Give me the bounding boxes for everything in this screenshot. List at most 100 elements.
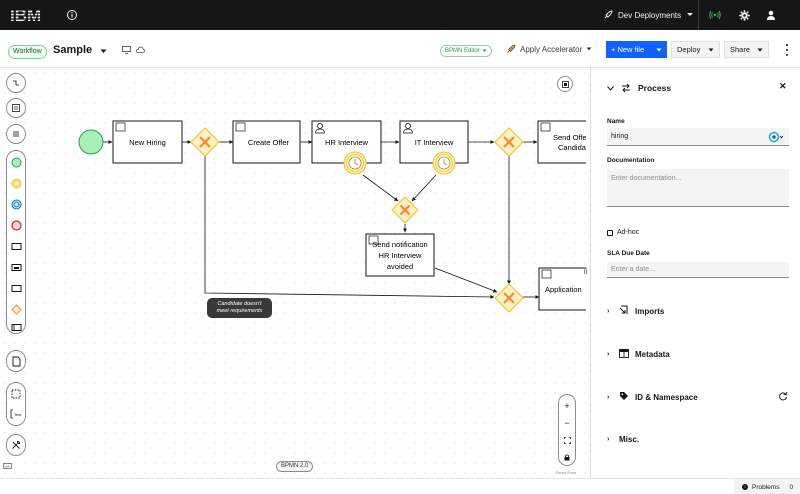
share-button[interactable]: Share bbox=[724, 41, 769, 58]
file-menu-chevron-icon[interactable] bbox=[100, 49, 107, 54]
exclusive-gateway[interactable] bbox=[190, 127, 220, 157]
file-name[interactable]: Sample bbox=[53, 44, 93, 56]
edge-notify-to-gateway bbox=[434, 267, 498, 293]
task-label: Application bbox=[545, 285, 582, 294]
status-bar: ! Problems 0 bbox=[0, 478, 800, 494]
name-input[interactable]: hiring bbox=[607, 128, 789, 146]
task-new-hiring[interactable]: New Hiring bbox=[112, 120, 183, 164]
new-file-label: + New file bbox=[611, 45, 645, 54]
end-event-icon[interactable] bbox=[10, 219, 22, 231]
fit-view-button[interactable] bbox=[561, 434, 573, 446]
callactivity-icon[interactable] bbox=[10, 261, 22, 273]
edge-it-timer-to-gateway bbox=[411, 174, 437, 202]
section-id-namespace[interactable]: › ID & Namespace bbox=[607, 390, 788, 404]
ai-assist-icon[interactable] bbox=[768, 131, 784, 143]
section-misc[interactable]: › Misc. bbox=[607, 432, 787, 446]
script-icon bbox=[368, 235, 379, 245]
task-label: Create Offer bbox=[248, 138, 290, 147]
overflow-menu-icon[interactable] bbox=[782, 43, 792, 57]
chevron-right-icon: › bbox=[607, 393, 610, 401]
section-label: Misc. bbox=[619, 434, 640, 444]
condition-label[interactable]: Candidate doesn't meet requirements bbox=[207, 298, 272, 318]
react-flow-attribution[interactable]: React Flow bbox=[556, 470, 577, 475]
script-icon bbox=[541, 269, 552, 279]
task-label: HR Interview bbox=[325, 138, 369, 147]
diagram-canvas[interactable]: New Hiring Create Offer HR Interview IT … bbox=[0, 68, 586, 484]
palette-group-tools bbox=[6, 434, 26, 456]
deployments-dropdown[interactable]: Dev Deployments bbox=[603, 6, 694, 24]
sla-due-date-input[interactable]: Enter a date... bbox=[607, 262, 789, 278]
palette-group-annotations: Text bbox=[6, 382, 26, 426]
zoom-out-button[interactable]: − bbox=[564, 418, 570, 428]
problems-count: 0 bbox=[789, 483, 794, 491]
intermediate-catch-event-icon[interactable] bbox=[10, 177, 22, 189]
rocket-icon bbox=[507, 44, 516, 53]
gateway-icon[interactable] bbox=[10, 303, 22, 315]
close-icon[interactable]: ✕ bbox=[779, 81, 787, 91]
section-imports[interactable]: › Imports bbox=[607, 304, 787, 318]
lock-button[interactable] bbox=[561, 451, 573, 463]
broadcast-icon[interactable] bbox=[707, 7, 723, 23]
exclusive-gateway[interactable] bbox=[494, 283, 524, 313]
section-metadata[interactable]: › Metadata bbox=[607, 347, 787, 361]
group-icon[interactable] bbox=[10, 388, 22, 400]
flow-icon[interactable] bbox=[10, 77, 22, 89]
user-icon[interactable] bbox=[763, 7, 779, 23]
ibm-logo[interactable]: IBM bbox=[10, 5, 44, 25]
bpmn-editor-tag[interactable]: BPMN Editor bbox=[440, 45, 492, 57]
task-create-offer[interactable]: Create Offer bbox=[232, 120, 301, 164]
deploy-button[interactable]: Deploy bbox=[671, 41, 720, 58]
list-icon[interactable] bbox=[10, 128, 22, 140]
subprocess-icon[interactable] bbox=[10, 102, 22, 114]
new-file-button[interactable]: + New file bbox=[606, 41, 667, 58]
checkbox-box[interactable] bbox=[607, 229, 613, 236]
text-annotation-icon[interactable]: Text bbox=[10, 408, 22, 420]
intermediate-throw-event-icon[interactable] bbox=[10, 198, 22, 210]
documentation-label: Documentation bbox=[607, 157, 655, 164]
info-icon[interactable] bbox=[66, 9, 78, 21]
start-event-icon[interactable] bbox=[10, 156, 22, 168]
lock-icon bbox=[564, 454, 570, 460]
start-event[interactable] bbox=[78, 129, 104, 155]
data-object-icon[interactable] bbox=[10, 355, 22, 367]
zoom-in-button[interactable]: + bbox=[564, 401, 570, 411]
process-header[interactable]: Process bbox=[607, 79, 787, 97]
import-icon bbox=[619, 305, 628, 314]
apply-accelerator-button[interactable]: Apply Accelerator bbox=[506, 44, 592, 54]
panel-title: Process bbox=[638, 83, 672, 93]
exclusive-gateway[interactable] bbox=[391, 196, 419, 224]
tag-icon bbox=[620, 392, 628, 400]
panel-resize-handle[interactable] bbox=[584, 268, 587, 274]
section-label: ID & Namespace bbox=[635, 392, 698, 402]
task-it-interview[interactable]: IT Interview bbox=[399, 120, 469, 164]
rocket-icon bbox=[604, 10, 613, 19]
documentation-textarea[interactable]: Enter documentation... bbox=[607, 169, 789, 207]
timer-event-icon[interactable] bbox=[343, 151, 367, 175]
subprocess-block-icon[interactable] bbox=[10, 282, 22, 294]
task-send-notification[interactable]: Send notification HR Interview avoided bbox=[365, 233, 435, 277]
condition-line-1: Candidate doesn't bbox=[217, 301, 262, 307]
timer-event-icon[interactable] bbox=[432, 151, 456, 175]
edge-hr-timer-to-gateway bbox=[362, 174, 399, 202]
task-application[interactable]: Application bbox=[538, 267, 586, 311]
lane-icon[interactable] bbox=[10, 321, 22, 333]
zoom-controls: + − bbox=[558, 394, 576, 466]
canvas-overlay-toggle[interactable] bbox=[557, 76, 573, 92]
problems-button[interactable]: ! Problems 0 bbox=[734, 479, 800, 494]
exclusive-gateway[interactable] bbox=[494, 127, 524, 157]
task-icon[interactable] bbox=[10, 240, 22, 252]
chevron-right-icon: › bbox=[607, 307, 610, 315]
task-send-offer[interactable]: Send Offe Candida bbox=[537, 120, 586, 164]
preview-icon[interactable] bbox=[122, 46, 131, 54]
refresh-icon[interactable] bbox=[778, 391, 788, 401]
cloud-sync-icon[interactable] bbox=[136, 46, 145, 54]
palette-group-data bbox=[6, 124, 26, 144]
tools-icon[interactable] bbox=[10, 439, 22, 451]
task-label: Send notification bbox=[372, 240, 427, 249]
script-icon bbox=[540, 122, 551, 132]
section-label: Metadata bbox=[635, 349, 670, 359]
palette-group-artifacts bbox=[6, 350, 26, 372]
settings-icon[interactable] bbox=[736, 7, 752, 23]
keyboard-shortcuts-icon[interactable] bbox=[3, 463, 12, 469]
adhoc-checkbox[interactable]: Ad-hoc bbox=[607, 229, 639, 236]
